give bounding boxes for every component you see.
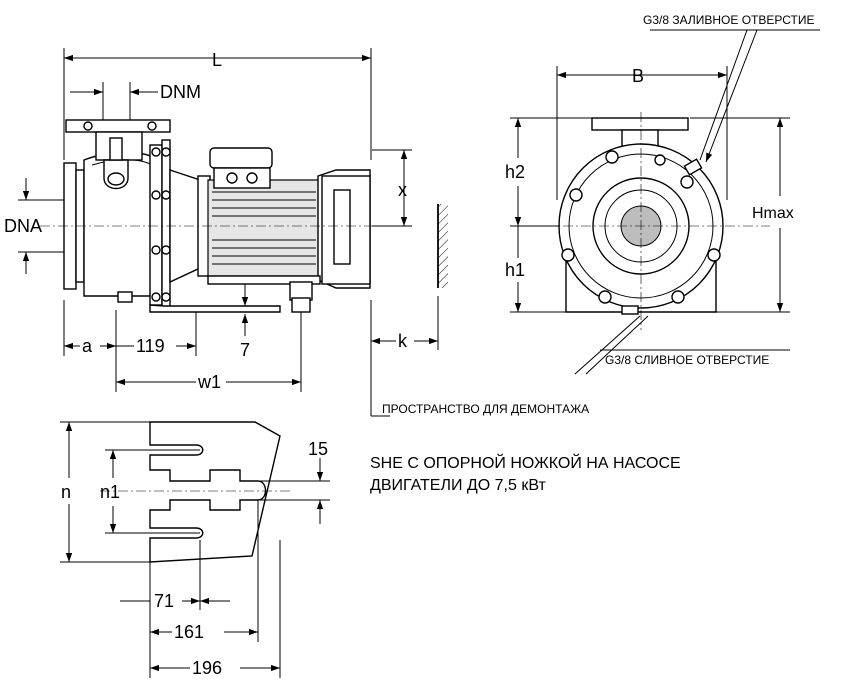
front-view: B G3/8 ЗАЛИВНОЕ ОТВЕРСТИЕ [505, 13, 820, 375]
dim-71-label: 71 [154, 591, 174, 611]
dim-k-label: k [398, 331, 408, 351]
dim-x-label: x [398, 180, 407, 200]
dim-119-label: 119 [136, 336, 165, 356]
dim-7-label: 7 [240, 340, 250, 360]
wall-hatch [438, 204, 448, 288]
terminal-box [209, 147, 273, 169]
dim-15-label: 15 [308, 439, 328, 459]
side-view: L DNM DNA [4, 48, 589, 417]
dim-h2-label: h2 [505, 162, 525, 182]
dim-196-label: 196 [192, 658, 222, 678]
fill-hole-note: G3/8 ЗАЛИВНОЕ ОТВЕРСТИЕ [643, 13, 814, 27]
dim-L-label: L [212, 50, 222, 70]
drain-hole-note: G3/8 СЛИВНОЕ ОТВЕРСТИЕ [605, 353, 769, 367]
support-foot [149, 304, 281, 313]
dim-Hmax-label: Hmax [752, 205, 794, 222]
dim-DNA-label: DNA [4, 216, 42, 236]
foot-plan-view: n n1 15 71 161 196 [60, 421, 330, 678]
dim-a-label: a [82, 336, 93, 356]
caption-line-2: ДВИГАТЕЛИ ДО 7,5 кВт [370, 477, 546, 494]
caption-line-1: SHE С ОПОРНОЙ НОЖКОЙ НА НАСОСЕ [370, 453, 681, 472]
dim-w1-label: w1 [197, 372, 221, 392]
casing-flange [149, 144, 163, 306]
front-top-flange [591, 117, 689, 131]
dim-h1-label: h1 [505, 260, 525, 280]
dismantling-space-note: ПРОСТРАНСТВО ДЛЯ ДЕМОНТАЖА [382, 402, 589, 416]
motor-body [207, 179, 321, 277]
dim-n1-label: n1 [100, 482, 120, 502]
dim-DNM-label: DNM [160, 82, 201, 102]
foot-plate [149, 421, 281, 563]
dim-n-label: n [61, 482, 71, 502]
dim-161-label: 161 [174, 622, 204, 642]
dim-B-label: B [632, 66, 644, 86]
